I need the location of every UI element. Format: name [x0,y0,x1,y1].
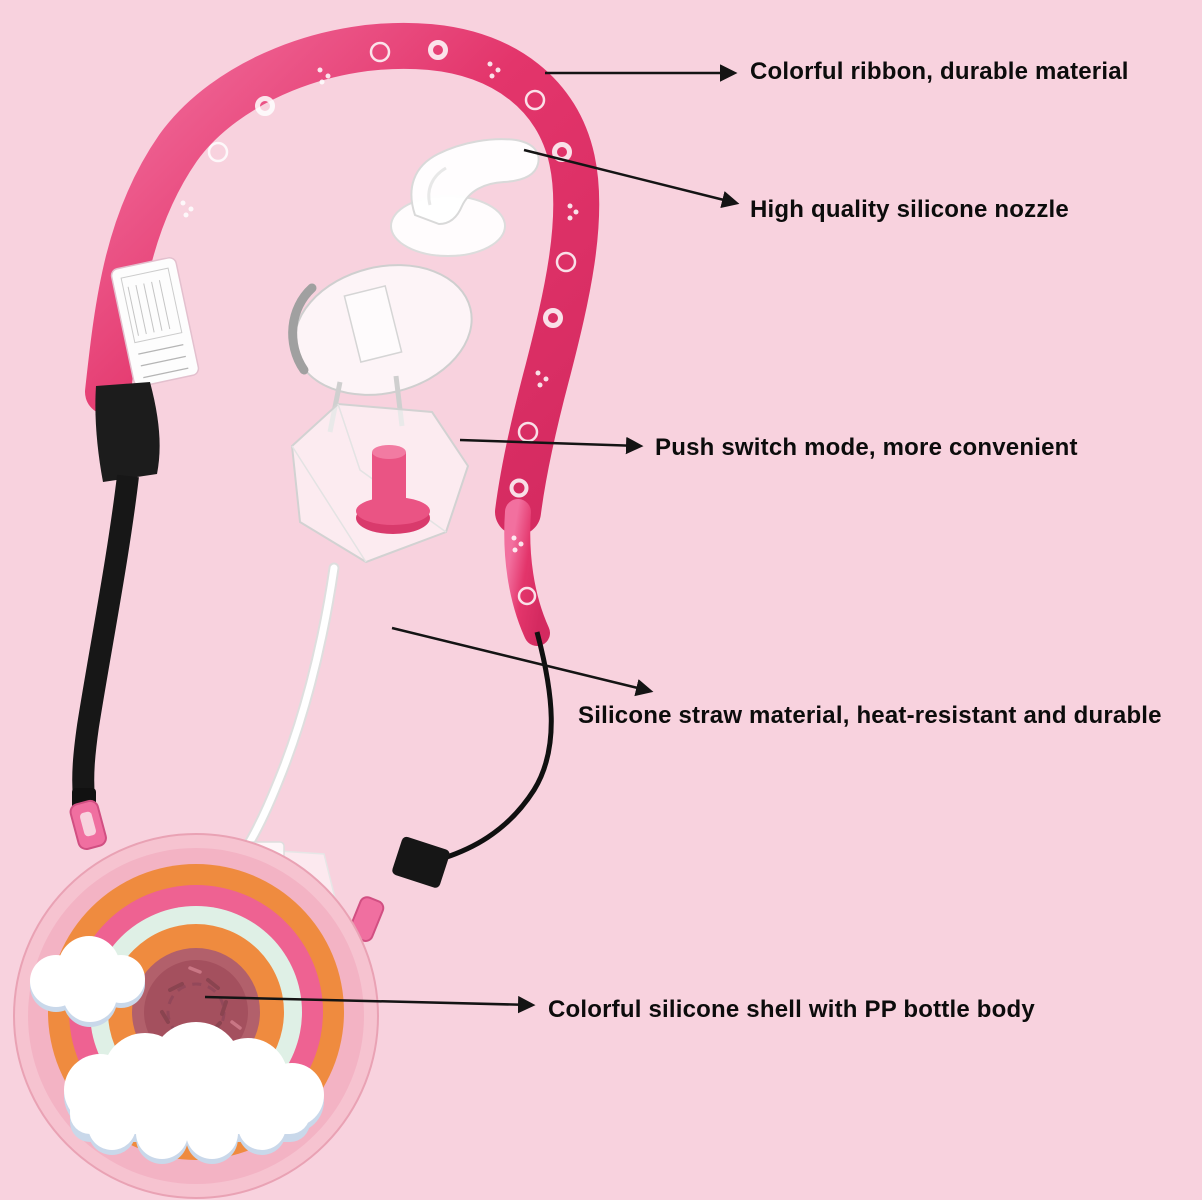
connector-cord [348,631,554,942]
push-button [356,445,430,534]
annotation-shell: Colorful silicone shell with PP bottle b… [548,996,1035,1023]
annotation-push-switch: Push switch mode, more convenient [655,434,1078,461]
strap-clip-left [69,799,107,851]
annotation-nozzle: High quality silicone nozzle [750,196,1069,223]
shoulder-strap [69,382,160,851]
donut-bottle [13,833,379,1199]
lanyard-ribbon [85,22,600,646]
annotation-straw: Silicone straw material, heat-resistant … [578,702,1162,729]
silicone-straw [239,562,340,856]
leader-line-switch [459,436,644,455]
leader-lines [204,64,740,1014]
cloud-left [30,936,145,1027]
strap-name-label [110,257,200,387]
cloud-bottom [64,1022,324,1164]
leader-line-shell [204,995,536,1014]
push-switch-lid [288,264,473,564]
silicone-nozzle [390,138,540,257]
leader-line-nozzle [523,148,740,209]
annotation-ribbon: Colorful ribbon, durable material [750,58,1129,85]
leader-line-straw [391,626,654,697]
